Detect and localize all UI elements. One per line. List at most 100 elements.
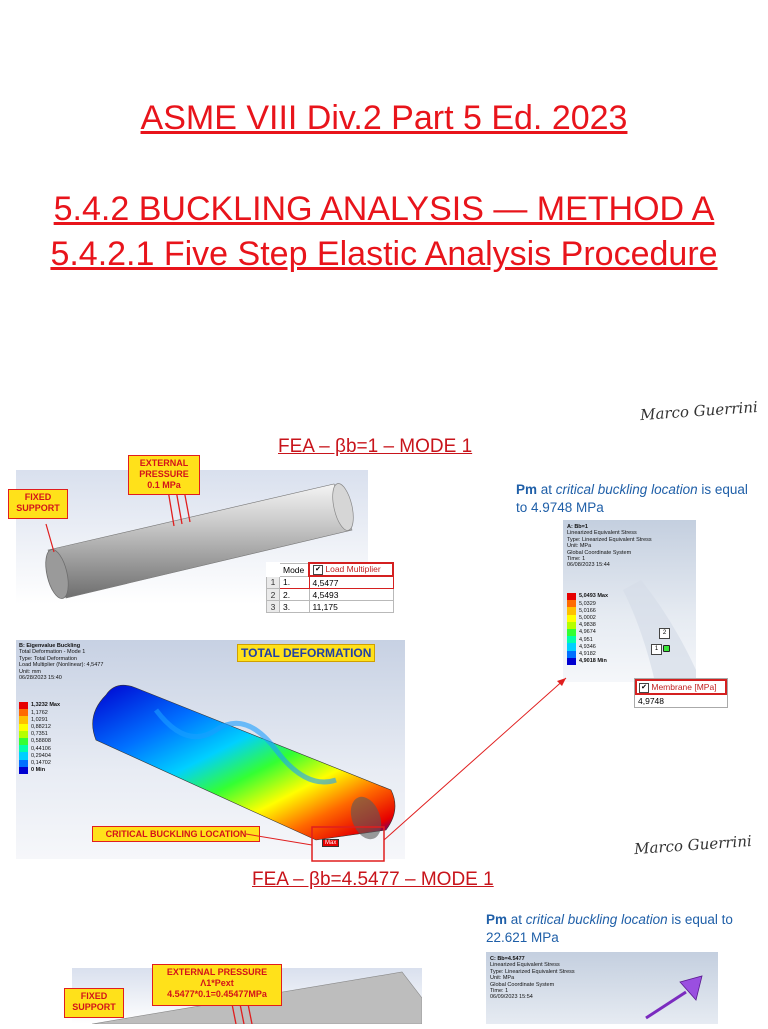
- legend-swatch: [567, 657, 576, 665]
- deformation-result-panel: TOTAL DEFORMATION B: Eigenvalue Buckling…: [16, 640, 405, 859]
- pm-text-b: is equal to 4.9748 MPa: [516, 482, 748, 515]
- legend-value: 5,0493 Max: [579, 593, 609, 600]
- legend-line: Unit: MPa: [567, 543, 592, 550]
- mode-column-header: Mode: [279, 562, 310, 577]
- legend-line: Type: Linearized Equivalent Stress: [567, 536, 652, 543]
- legend-value: 5,0166: [579, 607, 596, 614]
- pm-text-b: is equal to 22.621 MPa: [486, 912, 733, 945]
- fixed-support-callout-1: FIXED SUPPORT: [8, 489, 68, 519]
- legend-level: 0,58808: [19, 737, 60, 746]
- max-tag: Max: [322, 839, 340, 847]
- legend-level: 4,9838: [567, 621, 608, 629]
- legend-level: 4,9346: [567, 643, 608, 651]
- membrane-result-box: ✔ Membrane [MPa] 4,9748: [634, 678, 728, 708]
- legend-value: 5,0329: [579, 600, 596, 607]
- fixed-support-callout-2: FIXED SUPPORT: [64, 988, 124, 1018]
- legend-value: 0 Min: [31, 767, 46, 774]
- legend-swatch: [567, 636, 576, 644]
- leader-line-1: [383, 677, 567, 841]
- legend-value: 0,88212: [31, 723, 51, 730]
- legend-value: 1,3232 Max: [31, 702, 61, 709]
- legend-level: 0,29404: [19, 752, 60, 760]
- legend-level: 4,9674: [567, 628, 608, 637]
- legend-swatch: [19, 759, 28, 767]
- legend-value: 0,44106: [31, 745, 51, 752]
- legend-swatch: [567, 607, 576, 615]
- legend-level: 4,9182: [567, 650, 608, 658]
- pm-text-a: at: [507, 912, 526, 927]
- multiplier-cell: 4,5493: [308, 588, 394, 601]
- load-multiplier-table-wrap: Mode ✔ Load Multiplier 1 1. 4,5477 2 2. …: [266, 562, 394, 613]
- legend-line: Time: 1: [567, 556, 586, 563]
- pressure2-line-1: EXTERNAL PRESSURE: [166, 967, 268, 977]
- pm-symbol: Pm: [516, 482, 538, 497]
- pm-text-italic: critical buckling location: [525, 912, 668, 927]
- legend-line: Linearized Equivalent Stress: [567, 530, 637, 537]
- legend-line: 06/28/2023 15:40: [19, 675, 62, 682]
- legend-level: 0 Min: [19, 766, 60, 774]
- legend-value: 1,0291: [31, 716, 48, 723]
- legend-level: 5,0166: [567, 607, 608, 615]
- legend-swatch: [567, 643, 576, 651]
- legend-swatch: [567, 593, 576, 601]
- load-multiplier-label: Load Multiplier: [325, 564, 381, 575]
- stress-result-panel-2: C: Bb=4.5477 Linearized Equivalent Stres…: [486, 952, 718, 1024]
- stress-result-panel-1: A: Bb=1 Linearized Equivalent Stress Typ…: [563, 520, 696, 682]
- probe-point-icon: [663, 645, 670, 652]
- membrane-header[interactable]: ✔ Membrane [MPa]: [635, 679, 727, 695]
- legend-line: Linearized Equivalent Stress: [490, 962, 560, 969]
- legend-swatch: [19, 709, 28, 717]
- legend-level: 1,1762: [19, 709, 60, 717]
- row-index: 1: [266, 575, 280, 589]
- pressure-line-2: PRESSURE: [139, 469, 189, 479]
- pressure-line-1: EXTERNAL: [139, 458, 189, 468]
- title-line-2: 5.4.2 BUCKLING ANALYSIS — METHOD A: [53, 190, 715, 228]
- table-row[interactable]: 3 3. 11,175: [266, 600, 394, 613]
- title-line-3: 5.4.2.1 Five Step Elastic Analysis Proce…: [50, 235, 718, 273]
- stress-legend-header-2: C: Bb=4.5477 Linearized Equivalent Stres…: [490, 956, 575, 1001]
- legend-swatch: [567, 600, 576, 608]
- legend-level: 0,7351: [19, 730, 60, 738]
- load-multiplier-table: Mode ✔ Load Multiplier 1 1. 4,5477 2 2. …: [266, 562, 394, 613]
- pm-note-1: Pm at critical buckling location is equa…: [516, 481, 756, 517]
- legend-swatch: [567, 614, 576, 622]
- legend-value: 4,9674: [579, 629, 596, 636]
- author-signature: Marco Guerrini: [639, 397, 759, 425]
- section2-heading: FEA – βb=4.5477 – MODE 1: [252, 869, 494, 890]
- marker-1: 1: [651, 644, 662, 655]
- mode-cell: 3.: [279, 600, 310, 613]
- critical-buckling-callout: CRITICAL BUCKLING LOCATION: [92, 826, 260, 842]
- pm-symbol: Pm: [486, 912, 508, 927]
- checkbox-icon: ✔: [313, 564, 323, 575]
- membrane-value: 4,9748: [638, 696, 664, 706]
- legend-level: 5,0329: [567, 600, 608, 608]
- table-row[interactable]: 1 1. 4,5477: [266, 575, 394, 589]
- legend-swatch: [19, 745, 28, 753]
- pm-text-a: at: [537, 482, 556, 497]
- table-row[interactable]: 2 2. 4,5493: [266, 588, 394, 601]
- legend-line: 06/09/2023 15:54: [490, 994, 533, 1001]
- legend-level: 5,0002: [567, 614, 608, 622]
- legend-line: Unit: mm: [19, 668, 41, 675]
- legend-swatch: [19, 730, 28, 738]
- legend-value: 0,14702: [31, 759, 51, 766]
- pressure2-line-3: 4.5477*0.1=0.45477MPa: [167, 989, 267, 999]
- legend-line: B: Eigenvalue Buckling: [19, 643, 81, 649]
- legend-level: 0,88212: [19, 723, 60, 731]
- multiplier-cell: 4,5477: [308, 575, 394, 589]
- legend-level: 4,9018 Min: [567, 657, 608, 665]
- multiplier-cell: 11,175: [308, 600, 394, 613]
- legend-line: Time: 1: [490, 988, 509, 995]
- probe-cone-icon: [645, 975, 703, 1020]
- legend-value: 0,29404: [31, 752, 51, 759]
- legend-value: 4,9182: [579, 650, 596, 657]
- legend-value: 0,7351: [31, 731, 48, 738]
- legend-line: Total Deformation - Mode 1: [19, 649, 86, 656]
- pressure-line-3: 0.1 MPa: [147, 480, 181, 490]
- legend-swatch: [19, 737, 28, 746]
- legend-swatch: [19, 723, 28, 731]
- membrane-header-label: Membrane [MPa]: [651, 682, 717, 692]
- load-multiplier-header[interactable]: ✔ Load Multiplier: [308, 562, 394, 577]
- legend-line: A: Bb=1: [567, 524, 588, 530]
